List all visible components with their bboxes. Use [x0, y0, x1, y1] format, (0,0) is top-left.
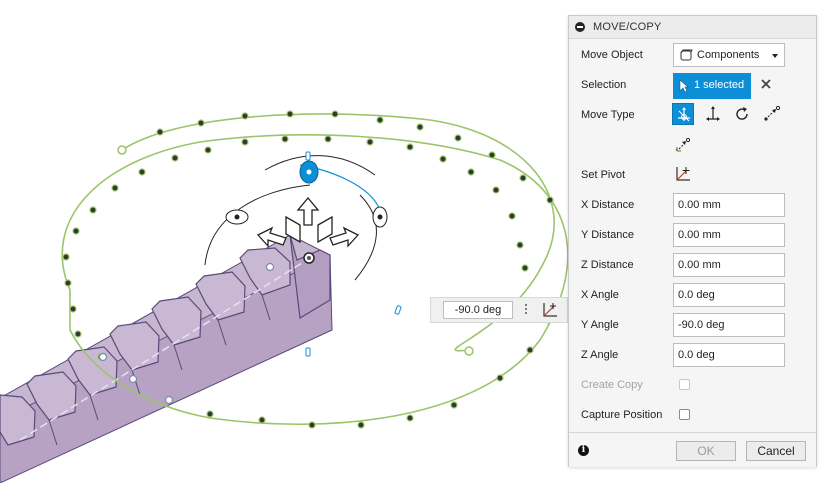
path-end-markers — [98, 262, 275, 405]
y-angle-input[interactable]: -90.0 deg — [673, 313, 785, 337]
close-icon[interactable] — [759, 77, 773, 91]
rotate-handle-left[interactable] — [225, 209, 249, 225]
rotate-handle-right[interactable] — [372, 206, 388, 228]
collapse-icon[interactable] — [575, 22, 585, 32]
more-options-icon[interactable] — [523, 302, 529, 318]
z-distance-input[interactable]: 0.00 mm — [673, 253, 785, 277]
panel-header: MOVE/COPY — [569, 16, 816, 39]
panel-footer: i OK Cancel — [569, 432, 816, 467]
panel-title: MOVE/COPY — [593, 21, 662, 33]
ok-button[interactable]: OK — [676, 441, 736, 461]
point-to-position-icon[interactable] — [672, 134, 694, 156]
z-distance-label: Z Distance — [581, 259, 634, 271]
capture-position-checkbox[interactable] — [679, 409, 690, 420]
angle-input-overlay: -90.0 deg — [430, 297, 568, 323]
selection-label: Selection — [581, 79, 627, 91]
pivot-icon[interactable] — [672, 163, 694, 185]
component-icon — [679, 48, 693, 65]
rotation-arcs[interactable] — [204, 155, 377, 281]
rack-gear-model[interactable] — [0, 234, 333, 483]
info-icon[interactable]: i — [578, 445, 589, 456]
point-to-point-icon[interactable] — [761, 103, 783, 125]
chevron-down-icon — [772, 54, 778, 58]
y-distance-label: Y Distance — [581, 229, 634, 241]
rotate-icon[interactable] — [731, 103, 753, 125]
selection-count: 1 selected — [694, 79, 745, 91]
pivot-point[interactable] — [303, 252, 315, 264]
path-dots — [62, 110, 554, 429]
free-move-icon[interactable] — [672, 103, 694, 125]
cancel-button[interactable]: Cancel — [746, 441, 806, 461]
translate-icon[interactable] — [702, 103, 724, 125]
x-angle-label: X Angle — [581, 289, 619, 301]
angle-value-input[interactable]: -90.0 deg — [443, 301, 513, 319]
x-angle-input[interactable]: 0.0 deg — [673, 283, 785, 307]
create-copy-label: Create Copy — [581, 379, 643, 391]
pivot-icon[interactable] — [541, 301, 561, 319]
inner-path — [61, 134, 569, 426]
rotate-handle-top[interactable] — [299, 160, 319, 184]
capture-position-label: Capture Position — [581, 409, 663, 421]
create-copy-checkbox[interactable] — [679, 379, 690, 390]
translate-arrows[interactable] — [256, 196, 360, 248]
y-angle-label: Y Angle — [581, 319, 619, 331]
move-object-dropdown[interactable]: Components — [673, 43, 785, 67]
small-handles[interactable] — [305, 151, 402, 357]
move-object-label: Move Object — [581, 49, 643, 61]
y-distance-input[interactable]: 0.00 mm — [673, 223, 785, 247]
z-angle-input[interactable]: 0.0 deg — [673, 343, 785, 367]
x-distance-input[interactable]: 0.00 mm — [673, 193, 785, 217]
move-type-label: Move Type — [581, 109, 635, 121]
selection-button[interactable]: 1 selected — [673, 73, 751, 99]
move-copy-panel: MOVE/COPY Move Object Components Selecti… — [568, 15, 817, 467]
z-angle-label: Z Angle — [581, 349, 619, 361]
move-object-value: Components — [697, 49, 760, 61]
set-pivot-label: Set Pivot — [581, 169, 626, 181]
x-distance-label: X Distance — [581, 199, 635, 211]
cursor-icon — [679, 79, 689, 96]
